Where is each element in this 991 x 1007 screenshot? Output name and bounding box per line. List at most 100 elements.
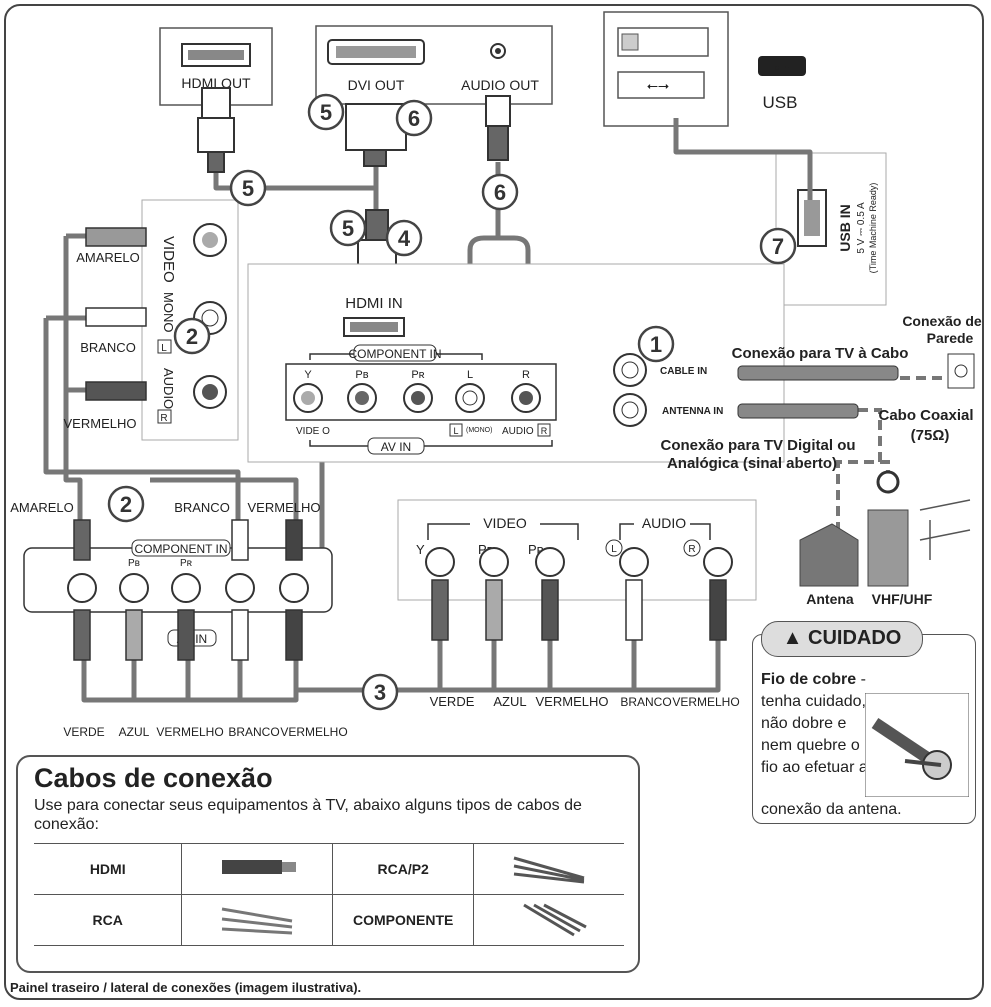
jack-pr-label: Pʀ	[411, 369, 424, 381]
step-5-hdmi-in-label: 5	[342, 216, 354, 241]
cable-in-label: CABLE IN	[660, 366, 707, 377]
side-mono-label: MONO	[161, 292, 176, 332]
top-amarelo-label: AMARELO	[10, 500, 74, 515]
side-av-cable-red	[150, 477, 299, 520]
wall-label-1: Conexão de	[902, 313, 982, 329]
device-plug-top-yellow	[73, 519, 91, 561]
hdmi-out-label: HDMI OUT	[181, 75, 251, 91]
ext-y-label: Y	[416, 542, 425, 557]
footnote: Painel traseiro / lateral de conexões (i…	[10, 980, 362, 995]
vhf-uhf-label: VHF/UHF	[872, 591, 933, 607]
hdmi-in-label: HDMI IN	[345, 295, 403, 312]
cables-info-box: Cabos de conexão Use para conectar seus …	[16, 755, 640, 973]
dvi-plug	[345, 103, 407, 151]
step-3: 3	[361, 673, 399, 711]
audio-out-label: AUDIO OUT	[461, 77, 539, 93]
step-5-hdmi-label: 5	[242, 176, 254, 201]
ext-jack-r	[703, 547, 733, 577]
av-in-tag	[367, 437, 425, 455]
cable-name-rca: RCA	[34, 894, 182, 946]
building-icon	[867, 509, 909, 587]
jack-l-label: L	[467, 369, 473, 381]
device-plug-white	[231, 609, 249, 661]
cable-in-jack-inner	[621, 361, 639, 379]
jack-pb-inner	[355, 391, 369, 405]
rca-p2-cable-image	[473, 843, 624, 895]
info-title: Cabos de conexão	[34, 763, 273, 793]
step-3-label: 3	[374, 680, 386, 705]
ext-jack-y	[425, 547, 455, 577]
rca-cable-image	[181, 894, 333, 946]
digital-label-1: Conexão para TV Digital ou	[660, 437, 855, 454]
device-jack-pb	[119, 573, 149, 603]
step-4-label: 4	[398, 226, 411, 251]
side-l-label: L	[161, 343, 167, 354]
ext-r-circle	[683, 539, 701, 557]
dvi-out-pins	[336, 46, 416, 58]
step-2-side: 2	[173, 317, 211, 355]
side-r-box	[157, 409, 172, 424]
bottom-branco-label: BRANCO	[228, 725, 279, 739]
tv-rear-panel	[247, 263, 785, 463]
device-jack-y	[67, 573, 97, 603]
external-device-panel	[397, 499, 757, 601]
step-2-bottom: 2	[107, 485, 145, 523]
copper-wire-image	[865, 693, 969, 797]
top-branco-label: BRANCO	[174, 500, 230, 515]
side-av-cable-white	[43, 315, 241, 520]
ext-plug-green	[431, 579, 449, 641]
component-cable-right	[296, 640, 721, 693]
step-7: 7	[759, 227, 797, 265]
jack-r-inner	[519, 391, 533, 405]
step-6-dvi-label: 6	[408, 106, 420, 131]
usb-rating-label: 5 V ⎓ 0.5 A	[856, 202, 867, 254]
ext-jack-pb	[479, 547, 509, 577]
usb-plug-symbol: ⭠⭢	[647, 77, 669, 93]
coax-label-2: (75Ω)	[911, 427, 950, 444]
ext-audio-bracket	[619, 523, 711, 540]
step-5-hdmi: 5	[229, 169, 267, 207]
jack-pb-label: Pʙ	[355, 369, 368, 381]
side-l-box	[157, 339, 172, 354]
cable-name-hdmi: HDMI	[34, 843, 182, 895]
side-yellow-plug	[85, 227, 147, 247]
cable-tv-label: Conexão para TV à Cabo	[732, 345, 909, 362]
device-pr-label: Pʀ	[180, 558, 193, 569]
device-plug-blue	[125, 609, 143, 661]
step-6-audio-label: 6	[494, 180, 506, 205]
video-small-label: VIDE O	[296, 426, 330, 437]
device-plug-red	[285, 609, 303, 661]
audio-plug-top	[485, 95, 511, 127]
ext-video-label: VIDEO	[483, 515, 527, 531]
device-plug-top-red	[285, 519, 303, 561]
ext-verde-label: VERDE	[430, 694, 475, 709]
hdmi-plug-body	[197, 117, 235, 153]
caution-text: Fio de cobre - tenha cuidado, não dobre …	[761, 669, 869, 779]
digital-label-2: Analógica (sinal aberto)	[667, 455, 837, 472]
usb-stick-connector	[621, 33, 639, 51]
wall-socket-hole	[954, 364, 968, 378]
side-video-label: VIDEO	[160, 236, 177, 283]
step-1: 1	[637, 325, 675, 363]
diagram-frame	[4, 4, 984, 1000]
ext-plug-red	[709, 579, 727, 641]
device-plug-red-pr	[177, 609, 195, 661]
step-5-dvi: 5	[307, 93, 345, 131]
step-1-label: 1	[650, 332, 662, 357]
cable-types-table: HDMI RCA/P2 RCA COMPONENTE	[34, 843, 624, 946]
audio-small-label: AUDIO	[502, 426, 534, 437]
ext-plug-red-pr	[541, 579, 559, 641]
side-red-plug	[85, 381, 147, 401]
ext-vermelho-label-2: VERMELHO	[672, 695, 739, 709]
component-cable-bottom	[81, 660, 299, 703]
wall-label-2: Parede	[927, 330, 974, 346]
ext-r-label: R	[688, 544, 695, 555]
bottom-verde-label: VERDE	[63, 725, 104, 739]
hdmi-in-plug-top	[365, 209, 389, 241]
caution-tail: conexão da antena.	[761, 801, 902, 818]
device-component-tag	[131, 539, 231, 557]
tv-antenna-icon	[919, 499, 971, 560]
ext-azul-label: AZUL	[493, 694, 526, 709]
step-6-audio: 6	[481, 173, 519, 211]
